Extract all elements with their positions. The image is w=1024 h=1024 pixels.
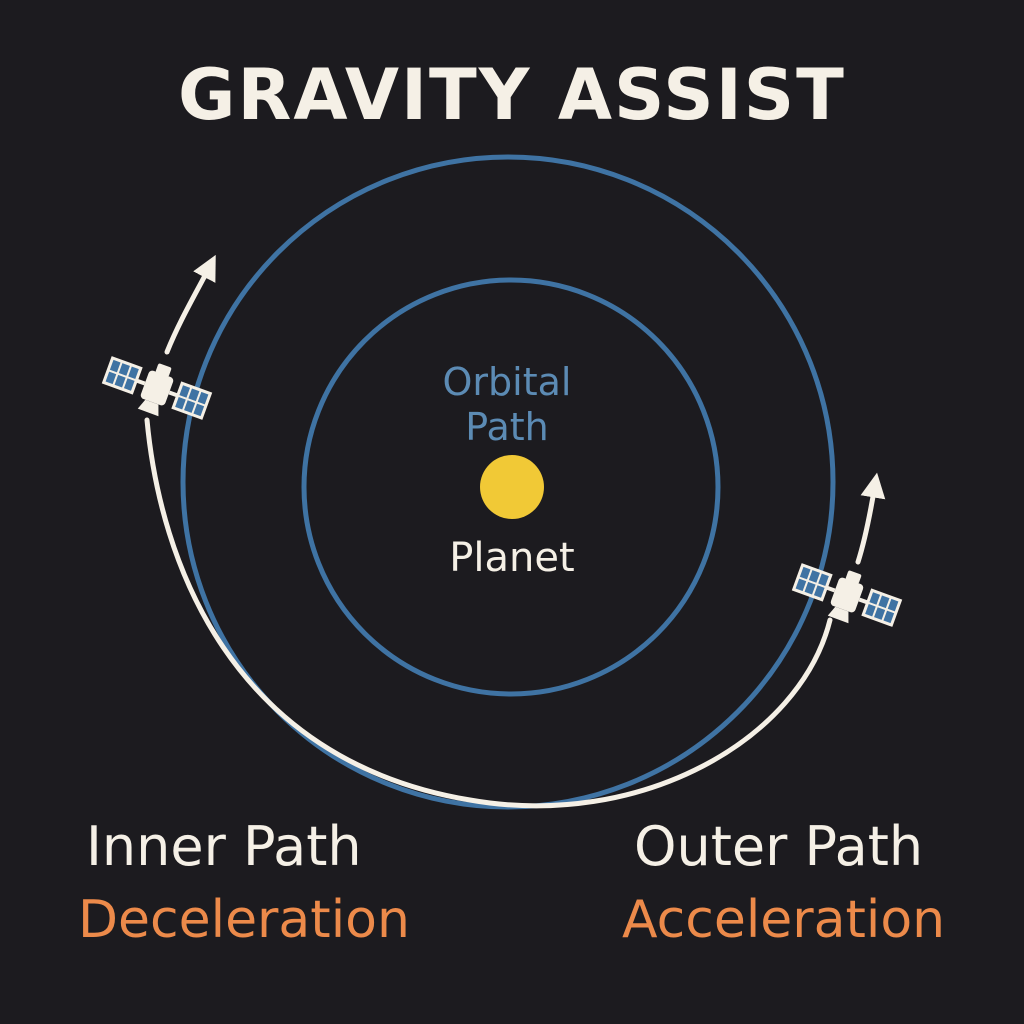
inner-orbit-circle	[301, 277, 721, 697]
trajectory-curve	[144, 417, 833, 809]
inner-path-effect: Deceleration	[78, 890, 410, 950]
inner-path-title: Inner Path	[86, 815, 362, 878]
orbital-path-label-line2: Path	[465, 405, 549, 449]
diagram-title: GRAVITY ASSIST	[178, 54, 846, 136]
satellite-icon	[787, 552, 907, 640]
satellite-icon	[97, 345, 217, 433]
outer-path-effect: Acceleration	[622, 890, 946, 950]
arrow-up-icon	[855, 472, 886, 565]
outer-path-title: Outer Path	[634, 815, 924, 878]
orbital-path-label-line1: Orbital	[442, 360, 572, 404]
arrow-up-icon	[164, 254, 216, 355]
planet-label: Planet	[449, 535, 575, 581]
planet-circle	[480, 455, 544, 519]
